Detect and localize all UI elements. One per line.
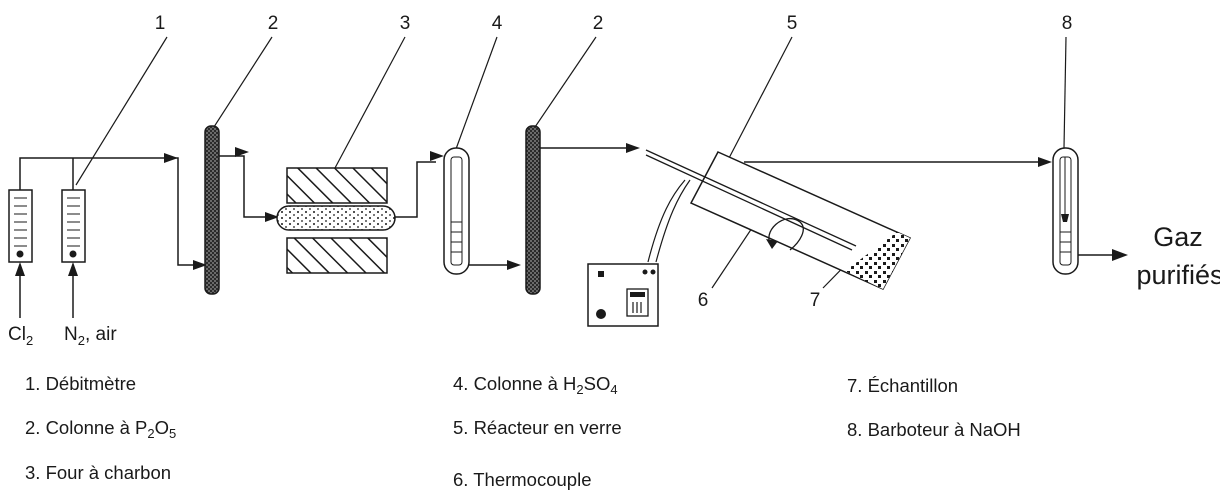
leader-line-8 xyxy=(1063,36,1067,149)
callout-2a: 2 xyxy=(268,13,279,34)
rotation-arrow xyxy=(768,217,804,251)
leader-line-2a xyxy=(211,36,273,131)
leader-line-3 xyxy=(334,36,406,169)
callout-6: 6 xyxy=(698,290,709,311)
callout-4: 4 xyxy=(492,13,503,34)
thermocouple-probe xyxy=(645,149,857,247)
legend-item-3: 3. Four à charbon xyxy=(25,462,172,483)
process-diagram: 1 2 3 4 2 5 8 6 7 xyxy=(8,13,1220,348)
callout-5: 5 xyxy=(787,13,798,34)
callout-8: 8 xyxy=(1062,13,1073,34)
legend-item-5: 5. Réacteur en verre xyxy=(453,417,622,438)
legend-item-1: 1. Débitmètre xyxy=(25,373,137,394)
legend-item-6: 6. Thermocouple xyxy=(453,469,592,490)
leader-line-1 xyxy=(75,36,168,186)
output-label-line1: Gaz xyxy=(1153,222,1203,252)
h2so4-column xyxy=(443,147,470,275)
callout-1: 1 xyxy=(155,13,166,34)
legend-item-2: 2. Colonne à P2O5 xyxy=(25,417,177,441)
callouts: 1 2 3 4 2 5 8 6 7 xyxy=(75,13,1073,311)
furnace-bottom-block xyxy=(286,237,388,274)
charcoal-tube xyxy=(276,205,396,231)
callout-3: 3 xyxy=(400,13,411,34)
legend-item-4: 4. Colonne à H2SO4 xyxy=(453,373,618,397)
temperature-meter xyxy=(587,263,659,327)
sample-bed xyxy=(845,232,910,289)
leader-line-2b xyxy=(532,36,597,131)
flowmeter-cl2 xyxy=(8,189,33,263)
flow-lines xyxy=(19,147,1115,266)
callout-7: 7 xyxy=(810,290,821,311)
furnace-top-block xyxy=(286,167,388,204)
naoh-bubbler xyxy=(1052,147,1079,275)
leader-line-5 xyxy=(727,36,793,161)
n2-air-label: N2, air xyxy=(64,324,117,348)
leader-line-4 xyxy=(455,36,498,150)
flowmeters: Cl2 N2, air xyxy=(8,189,117,348)
output-label-line2: purifiés xyxy=(1136,260,1220,290)
flowmeter-n2-air xyxy=(61,189,86,263)
n2-inlet-arrowhead xyxy=(68,262,78,276)
legend-item-7: 7. Échantillon xyxy=(847,375,959,396)
p2o5-column-2 xyxy=(525,125,541,295)
legend-item-8: 8. Barboteur à NaOH xyxy=(847,419,1021,440)
glass-reactor xyxy=(645,149,912,290)
p2o5-column-1 xyxy=(204,125,220,295)
flow-arrowheads xyxy=(164,143,1128,270)
charcoal-furnace xyxy=(276,167,396,274)
cl2-inlet-arrowhead xyxy=(15,262,25,276)
cl2-label: Cl2 xyxy=(8,324,33,348)
callout-2b: 2 xyxy=(593,13,604,34)
thermocouple-wire xyxy=(647,179,686,263)
flow-line-flowmeters-to-column xyxy=(19,157,166,190)
